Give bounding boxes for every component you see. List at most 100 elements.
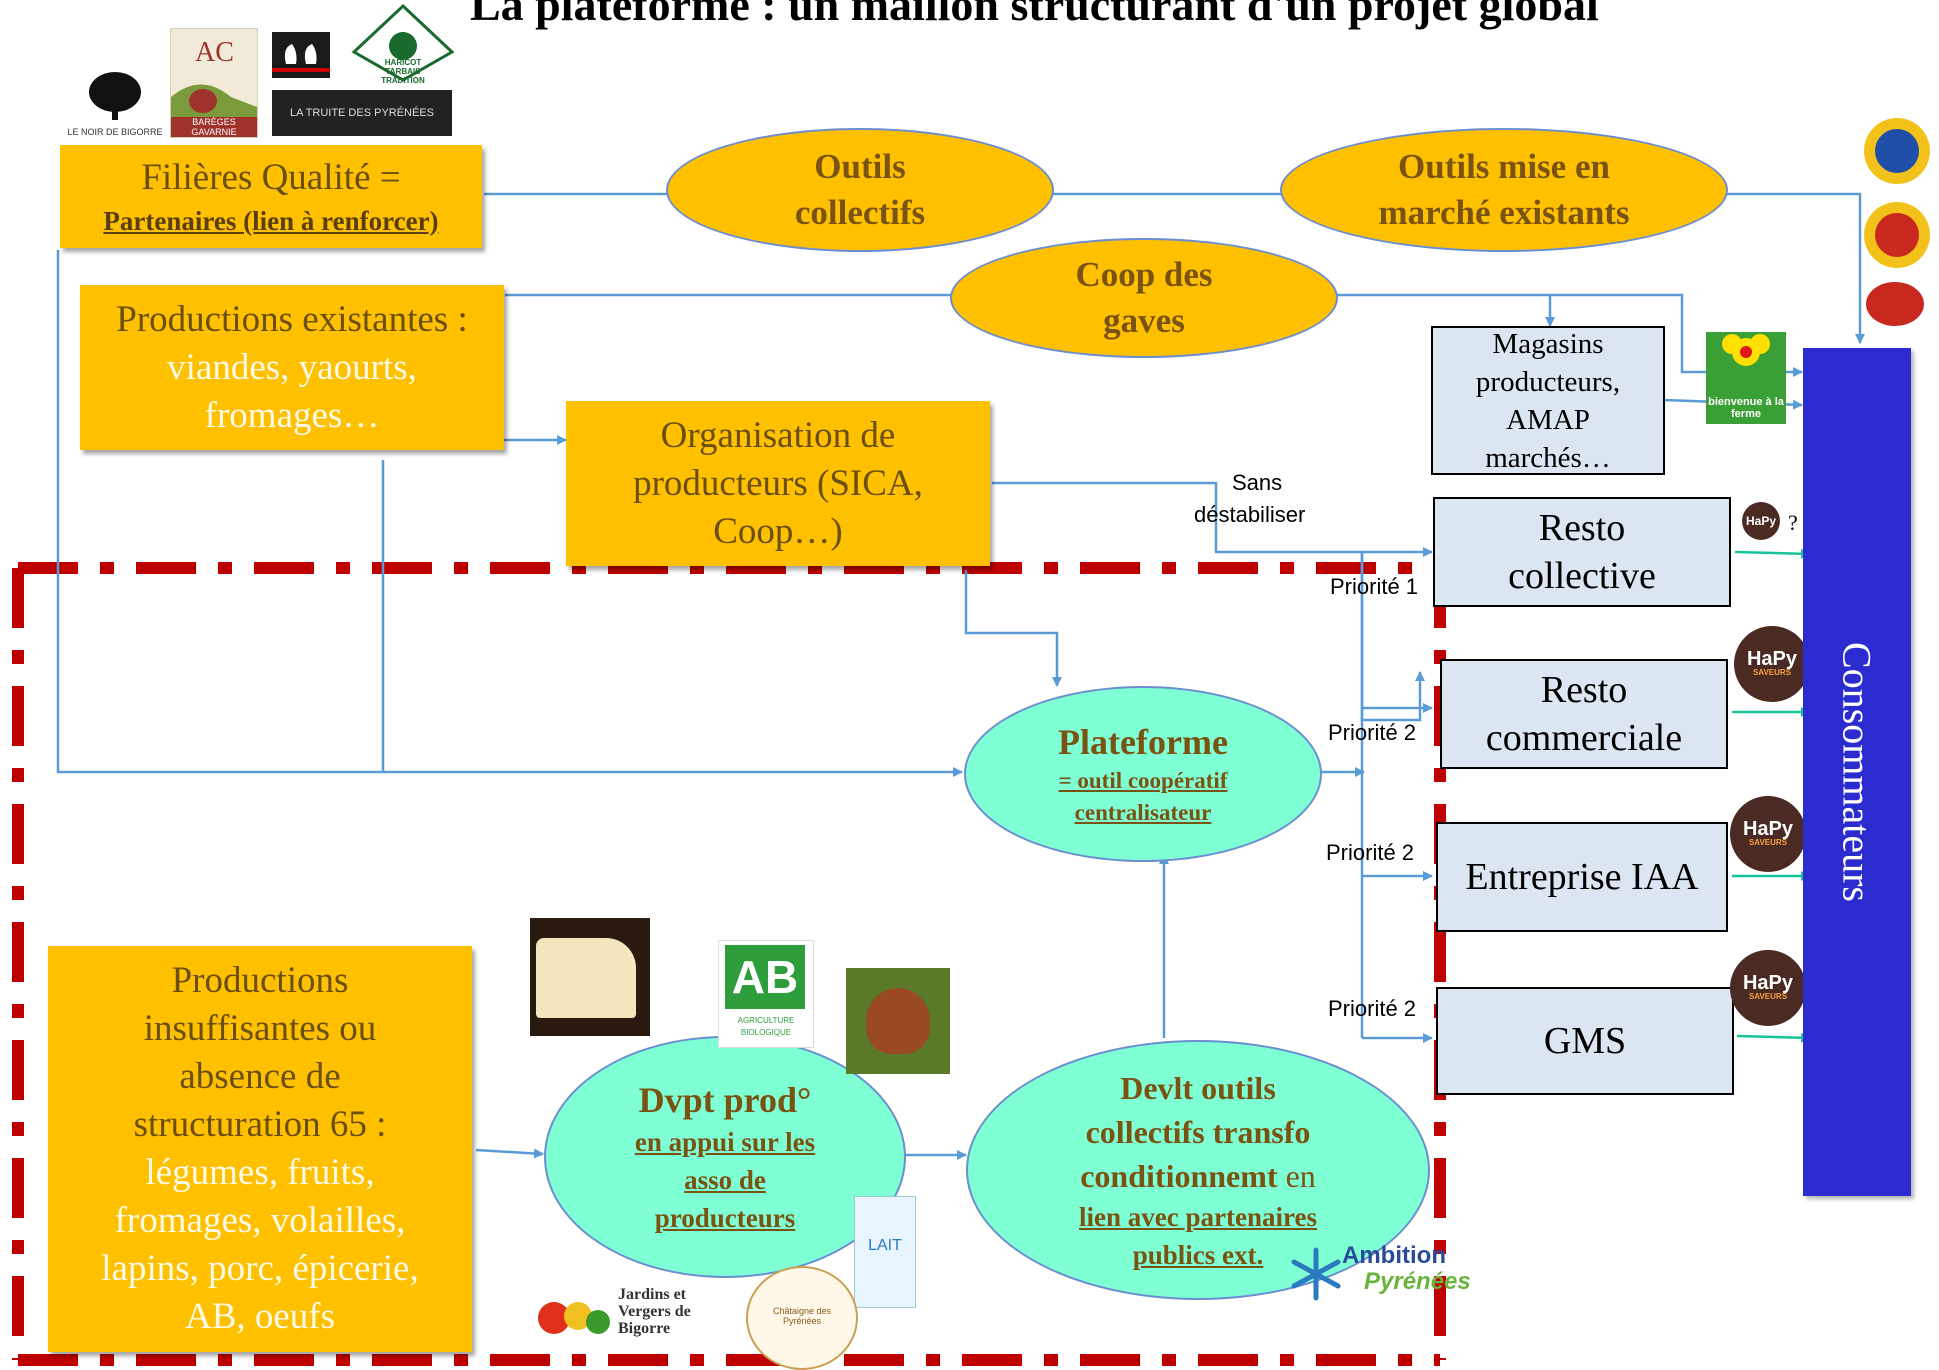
consommateurs-label: Consommateurs [1834,642,1880,902]
cheese-photo [530,918,650,1036]
roosters-logo [272,32,330,78]
resto-collective-line1: Resto [1538,507,1626,549]
hapy-sub-3: SAVEURS [1748,992,1788,1001]
entreprise-iaa-line1: Entreprise IAA [1465,856,1699,898]
label-priorite-2-iaa: Priorité 2 [1326,840,1415,865]
hen-photo [846,968,950,1074]
outils-marche-line2: marché existants [1378,193,1630,232]
sheep-icon [171,84,257,127]
ellipse-devlt-outils: Devlt outils collectifs transfo conditio… [966,1040,1430,1300]
label-sans: Sans [1232,470,1283,495]
lait-carton-icon: LAIT [854,1196,916,1308]
priority-zone-frame [12,562,1446,1366]
arrow-gms-consumer [1736,1032,1811,1043]
box-filieres-qualite: Filières Qualité = Partenaires (lien à r… [60,145,482,248]
aop-blue-seal-icon [1864,118,1930,184]
page-title: La plateforme : un maillon structurant d… [470,0,1599,30]
outils-marche-line1: Outils mise en [1398,147,1610,186]
label-priorite-1: Priorité 1 [1330,574,1419,599]
ab-letters: AB [725,945,805,1009]
outils-collectifs-line2: collectifs [794,193,926,232]
truite-pyrenees-logo: LA TRUITE DES PYRÉNÉES [272,90,452,136]
vegetables-icon [538,1302,610,1334]
ellipse-outils-mise-en-marche: Outils mise en marché existants [1280,128,1728,252]
ellipse-coop-des-gaves: Coop des gaves [950,238,1338,358]
hapy-sub-2: SAVEURS [1748,838,1788,847]
arrow-filieres-plateforme [56,250,963,777]
hapy-text-1: HaPy [1746,648,1798,670]
jardins-vergers-logo: Jardins et Vergers de Bigorre [534,1278,734,1346]
insuffisantes-line2: insuffisantes ou [143,1008,377,1049]
devlt-line3-rest: en [1277,1158,1316,1194]
arrow-organisation-resto [992,481,1433,557]
pyrenees-label: Pyrénées [1364,1268,1471,1295]
box-productions-existantes: Productions existantes : viandes, yaourt… [80,285,504,450]
resto-commerciale-line2: commerciale [1485,717,1683,759]
label-priorite-2-gms: Priorité 2 [1328,996,1417,1021]
ab-bio-logo: AB AGRICULTURE BIOLOGIQUE [718,940,814,1048]
plateforme-sub2: centralisateur [1074,800,1212,825]
noir-de-bigorre-logo: LE NOIR DE BIGORRE [62,70,168,137]
existantes-line1: Productions existantes : [116,298,468,340]
outils-collectifs-line1: Outils [814,147,906,186]
lait-label: LAIT [868,1237,902,1254]
magasins-line2: producteurs, [1475,365,1621,398]
haricot-tarbais-logo: HARICOT TARBAIS TRADITION [350,2,456,85]
coop-gaves-line2: gaves [1103,301,1185,340]
magasins-line3: AMAP [1506,403,1590,436]
label-question: ? [1788,510,1798,535]
jardins-label: Jardins et Vergers de Bigorre [618,1286,691,1337]
rooster-icon [272,44,330,72]
box-magasins-producteurs: Magasins producteurs, AMAP marchés… [1431,326,1665,475]
ambition-pyrenees-logo: Ambition Pyrénées [1286,1240,1486,1306]
magasins-line1: Magasins [1492,327,1604,360]
haricot-badge-icon [351,3,455,82]
resto-collective-line2: collective [1508,555,1656,597]
plateforme-sub1: = outil coopératif [1058,768,1228,793]
devlt-sub1: lien avec partenaires [1079,1202,1317,1232]
box-resto-commerciale: Resto commerciale [1440,659,1728,769]
arrow-insuffisantes-dvpt [475,1148,544,1159]
box-gms: GMS [1436,987,1734,1095]
arrow-organisation-plateforme [964,570,1062,687]
chataigne-label: Châtaigne des Pyrénées [772,1306,832,1326]
ellipse-plateforme: Plateforme = outil coopératif centralisa… [964,686,1322,862]
resto-commerciale-line1: Resto [1540,669,1628,711]
coop-gaves-line1: Coop des [1075,255,1213,294]
hapy-badge-gms: HaPy SAVEURS [1730,950,1806,1026]
insuffisantes-line5: légumes, fruits, [145,1152,375,1193]
label-destabiliser: déstabiliser [1194,502,1306,527]
devlt-sub2: publics ext. [1132,1240,1264,1270]
filieres-line2: Partenaires (lien à renforcer) [103,205,439,236]
ambition-label: Ambition [1342,1242,1446,1269]
dvpt-prod-sub1: en appui sur les [634,1127,816,1157]
insuffisantes-line7: lapins, porc, épicerie, [101,1248,419,1289]
hapy-text-2: HaPy [1742,818,1794,840]
devlt-line3: conditionnemt en [1080,1154,1316,1198]
aoc-bareges-logo: AC BARÈGES GAVARNIE [170,28,258,138]
label-priorite-2-commerciale: Priorité 2 [1328,720,1417,745]
dvpt-prod-title: Dvpt prod° [638,1080,812,1120]
insuffisantes-line8: AB, oeufs [184,1296,336,1337]
ab-text: AGRICULTURE BIOLOGIQUE [737,1016,795,1037]
existantes-line2: viandes, yaourts, [167,346,417,388]
plateforme-title: Plateforme [1058,722,1228,762]
insuffisantes-line4: structuration 65 : [133,1104,387,1145]
insuffisantes-line6: fromages, volailles, [114,1200,406,1241]
tree-icon [89,72,141,120]
consommateurs-column: Consommateurs [1803,348,1911,1196]
ellipse-outils-collectifs: Outils collectifs [666,128,1054,252]
organisation-line3: Coop…) [713,510,843,552]
chataigne-logo: Châtaigne des Pyrénées [746,1266,858,1370]
snowflake-icon [1291,1247,1341,1301]
flower-icon [1722,334,1770,366]
box-entreprise-iaa: Entreprise IAA [1436,822,1728,932]
bareges-label: BARÈGES GAVARNIE [171,117,257,137]
box-resto-collective: Resto collective [1433,497,1731,607]
hapy-badge-iaa: HaPy SAVEURS [1730,796,1806,872]
devlt-line2: collectifs transfo [1085,1114,1311,1150]
haricot-label: HARICOT TARBAIS TRADITION [381,58,425,85]
label-rouge-icon [1866,282,1924,326]
arrow-resto-collective-consumer [1734,548,1811,559]
organisation-line2: producteurs (SICA, [633,462,923,504]
